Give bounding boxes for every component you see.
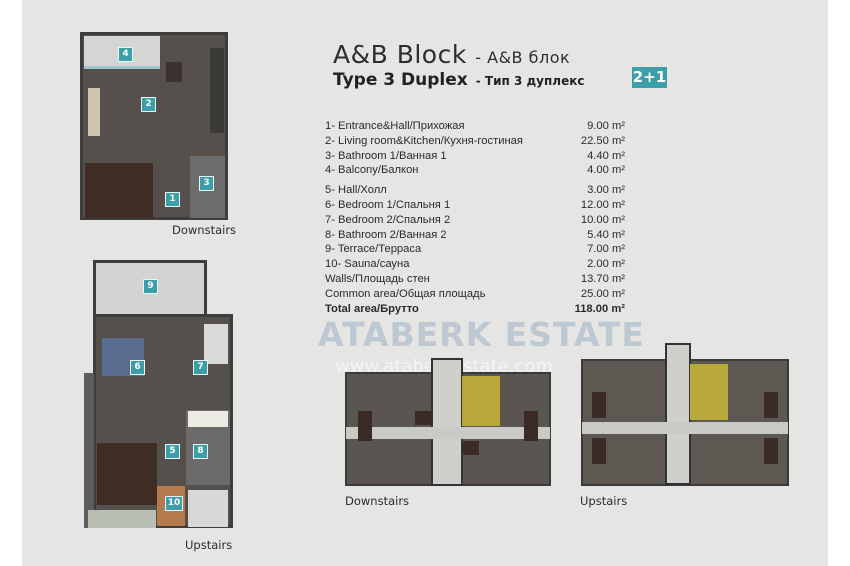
jacuzzi <box>188 490 228 527</box>
kitchen-counter <box>210 48 224 133</box>
stairs <box>415 411 432 425</box>
room-area: 3.00 m² <box>587 184 625 197</box>
room-row: 5- Hall/Холл 3.00 m² <box>325 183 625 198</box>
stairs <box>462 441 479 455</box>
stairs <box>592 438 606 464</box>
room-area: 10.00 m² <box>580 213 625 226</box>
title-en: A&B Block <box>333 40 467 69</box>
room-row: 3- Bathroom 1/Ванная 1 4.40 m² <box>325 149 625 164</box>
highlighted-unit <box>462 376 500 426</box>
room-area: 9.00 m² <box>587 120 625 132</box>
unit-plan-upstairs: 9 6 7 5 8 10 <box>80 258 235 530</box>
watermark-brand: ATABERK ESTATE <box>318 315 645 354</box>
room-area: 2.00 m² <box>587 258 625 271</box>
room-area: 118.00 m² <box>574 302 625 315</box>
stairs <box>524 411 538 441</box>
room-name: 6- Bedroom 1/Спальня 1 <box>325 198 451 211</box>
type-ru: - Тип 3 дуплекс <box>475 74 585 88</box>
stair-core <box>665 343 691 485</box>
block-title: A&B Block - A&B блок <box>333 40 570 69</box>
room-marker-6: 6 <box>130 360 145 375</box>
stair-core <box>431 358 463 486</box>
type-en: Type 3 Duplex <box>333 70 468 90</box>
unit-type: Type 3 Duplex - Тип 3 дуплекс <box>333 70 584 90</box>
room-area: 12.00 m² <box>580 198 625 211</box>
outer-wall <box>84 373 94 528</box>
room-marker-10: 10 <box>165 496 183 511</box>
room-row: 2- Living room&Kitchen/Кухня-гостиная 22.… <box>325 134 625 149</box>
room-area-list: 1- Entrance&Hall/Прихожая 9.00 m² 2- Livi… <box>325 119 625 316</box>
bathtub <box>188 411 228 427</box>
room-name: 7- Bedroom 2/Спальня 2 <box>325 213 451 226</box>
room-area: 7.00 m² <box>587 243 625 256</box>
room-name: 3- Bathroom 1/Ванная 1 <box>325 149 447 162</box>
highlighted-unit <box>690 364 728 420</box>
room-marker-3: 3 <box>199 176 214 191</box>
room-marker-7: 7 <box>193 360 208 375</box>
block-plan-upstairs <box>581 343 789 486</box>
room-marker-2: 2 <box>141 97 156 112</box>
room-row: 4- Balcony/Балкон 4.00 m² <box>325 163 625 178</box>
entrance-slab <box>88 510 156 528</box>
room-area: 5.40 m² <box>587 228 625 241</box>
room-area: 4.40 m² <box>587 149 625 162</box>
room-marker-4: 4 <box>118 47 133 62</box>
corridor <box>582 422 788 434</box>
room-name: Walls/Площадь стен <box>325 272 430 285</box>
block-upstairs-label: Upstairs <box>580 494 628 508</box>
stairs <box>764 438 778 464</box>
staircase <box>97 443 157 505</box>
upstairs-unit-label: Upstairs <box>185 538 233 552</box>
room-row: Common area/Общая площадь 25.00 m² <box>325 287 625 302</box>
room-row: 7- Bedroom 2/Спальня 2 10.00 m² <box>325 213 625 228</box>
room-name: 5- Hall/Холл <box>325 184 387 197</box>
room-area: 25.00 m² <box>580 287 625 300</box>
block-plan-downstairs <box>345 358 551 486</box>
stairs <box>592 392 606 418</box>
room-row: 10- Sauna/сауна 2.00 m² <box>325 257 625 272</box>
downstairs-unit-label: Downstairs <box>172 223 237 237</box>
block-downstairs-label: Downstairs <box>345 494 410 508</box>
room-marker-8: 8 <box>193 444 208 459</box>
room-area: 13.70 m² <box>580 272 625 285</box>
room-name: 4- Balcony/Балкон <box>325 164 419 177</box>
room-name: 9- Terrace/Терраса <box>325 243 422 256</box>
corridor <box>346 427 550 439</box>
bed-2 <box>204 324 228 364</box>
room-area: 4.00 m² <box>587 164 625 177</box>
sofa <box>88 88 100 136</box>
room-row: 8- Bathroom 2/Ванная 2 5.40 m² <box>325 228 625 243</box>
staircase <box>85 163 153 218</box>
room-row: Walls/Площадь стен 13.70 m² <box>325 272 625 287</box>
title-ru: - A&B блок <box>475 48 571 67</box>
room-marker-1: 1 <box>165 192 180 207</box>
room-name: 8- Bathroom 2/Ванная 2 <box>325 228 447 241</box>
rooms-badge: 2+1 <box>632 67 667 88</box>
room-name: 2- Living room&Kitchen/Кухня-гостиная <box>325 134 523 147</box>
total-row: Total area/Брутто 118.00 m² <box>325 302 625 317</box>
room-marker-5: 5 <box>165 444 180 459</box>
room-area: 22.50 m² <box>580 134 625 147</box>
room-name: Total area/Брутто <box>325 302 419 315</box>
room-name: Common area/Общая площадь <box>325 287 486 300</box>
room-row: 9- Terrace/Терраса 7.00 m² <box>325 242 625 257</box>
room-name: 1- Entrance&Hall/Прихожая <box>325 120 465 132</box>
room-name: 10- Sauna/сауна <box>325 258 410 271</box>
stairs <box>358 411 372 441</box>
room-marker-9: 9 <box>143 279 158 294</box>
stairs <box>764 392 778 418</box>
dining-table <box>166 62 182 82</box>
unit-plan-downstairs: 4 2 3 1 <box>80 28 232 223</box>
room-row: 1- Entrance&Hall/Прихожая 9.00 m² <box>325 119 625 134</box>
room-row: 6- Bedroom 1/Спальня 1 12.00 m² <box>325 198 625 213</box>
